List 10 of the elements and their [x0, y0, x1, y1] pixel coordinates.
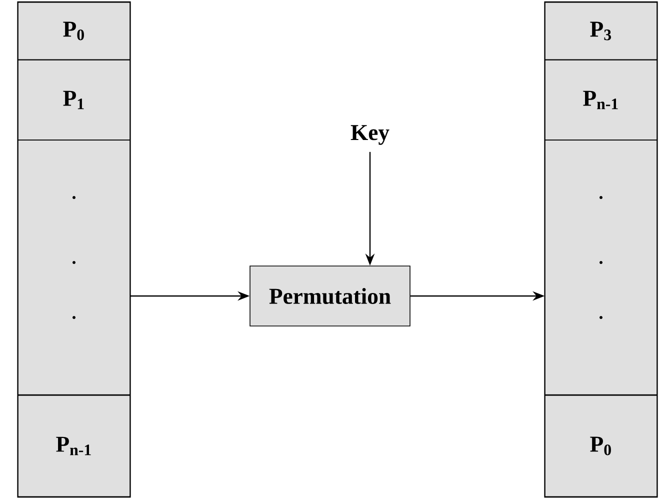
cell: P$_{0}$	[18, 2, 130, 60]
cell: P$_{3}$	[544, 2, 658, 60]
cell: P$_{1}$	[18, 60, 130, 140]
cell: P$_{n-1}$	[544, 60, 658, 140]
cell: P$_{0}$	[544, 394, 658, 498]
column-border	[17, 1, 131, 498]
cell: P$_{n-1}$	[18, 394, 130, 498]
key-label: Key	[350, 125, 390, 145]
process-box: Permutation	[250, 266, 410, 326]
column-border	[544, 1, 658, 498]
